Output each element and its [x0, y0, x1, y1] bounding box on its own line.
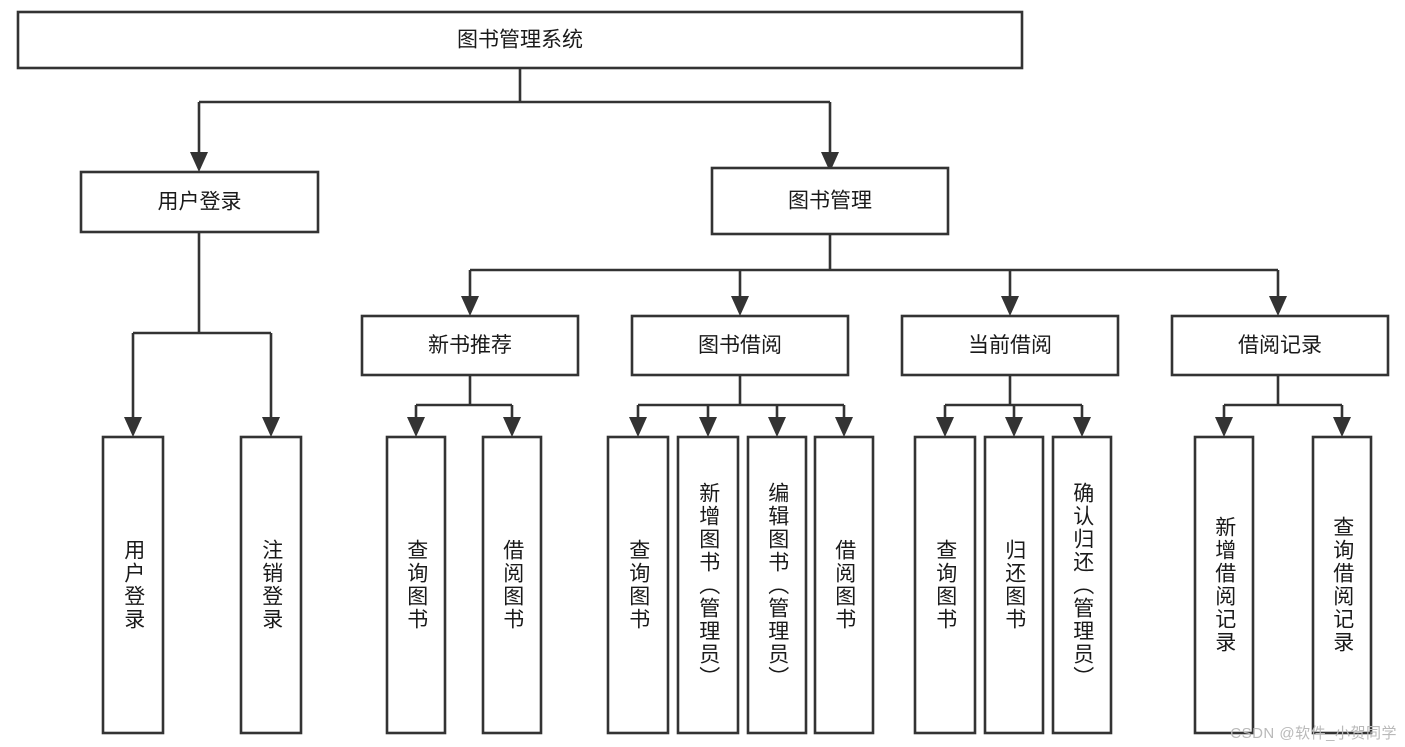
node-box-leaf-query-book-3[interactable]: [913, 435, 977, 735]
grp-book-borrow-arrow-1: [699, 417, 717, 437]
node-box-leaf-borrow-book-2[interactable]: [813, 435, 875, 735]
node-label-book-borrow: 图书借阅: [698, 334, 782, 357]
node-label-book-management: 图书管理: [788, 190, 872, 213]
connectors-layer: [124, 68, 1351, 437]
node-box-book-borrow[interactable]: [630, 314, 850, 377]
grp-book-borrow-arrow-2: [768, 417, 786, 437]
node-box-leaf-return-book[interactable]: [983, 435, 1045, 735]
grp-borrow-record-arrow-0: [1215, 417, 1233, 437]
root-to-level2-arrow-0: [190, 152, 208, 172]
node-box-leaf-query-book-1[interactable]: [385, 435, 447, 735]
root-to-level2-arrow-1: [821, 152, 839, 172]
node-box-leaf-query-book-2[interactable]: [606, 435, 670, 735]
node-box-leaf-edit-book[interactable]: [746, 435, 808, 735]
node-label-current-borrow: 当前借阅: [968, 334, 1052, 357]
node-label-user-login: 用户登录: [158, 191, 242, 214]
node-box-leaf-query-record[interactable]: [1311, 435, 1373, 735]
node-box-leaf-logout[interactable]: [239, 435, 303, 735]
node-box-leaf-borrow-book-1[interactable]: [481, 435, 543, 735]
node-label-root: 图书管理系统: [457, 29, 583, 52]
watermark-text: CSDN @软件_小贺同学: [1230, 725, 1397, 742]
node-label-borrow-record: 借阅记录: [1238, 334, 1322, 357]
node-box-root[interactable]: [16, 10, 1024, 70]
grp-current-borrow-arrow-2: [1073, 417, 1091, 437]
grp-new-book-recommend-arrow-0: [407, 417, 425, 437]
grp-current-borrow-arrow-1: [1005, 417, 1023, 437]
node-box-leaf-user-login[interactable]: [101, 435, 165, 735]
grp-borrow-record-arrow-1: [1333, 417, 1351, 437]
boxes-layer: [16, 10, 1390, 735]
node-box-borrow-record[interactable]: [1170, 314, 1390, 377]
book-management-to-children-arrow-0: [461, 296, 479, 316]
node-box-leaf-confirm-return[interactable]: [1051, 435, 1113, 735]
grp-current-borrow-arrow-0: [936, 417, 954, 437]
node-box-book-management[interactable]: [710, 166, 950, 236]
book-management-to-children-arrow-1: [731, 296, 749, 316]
grp-book-borrow-arrow-3: [835, 417, 853, 437]
node-label-new-book-recommend: 新书推荐: [428, 334, 512, 357]
book-management-to-children-arrow-3: [1269, 296, 1287, 316]
node-box-new-book-recommend[interactable]: [360, 314, 580, 377]
user-login-to-leaves-arrow-1: [262, 417, 280, 437]
grp-book-borrow-arrow-0: [629, 417, 647, 437]
node-box-leaf-add-record[interactable]: [1193, 435, 1255, 735]
node-box-user-login[interactable]: [79, 170, 320, 234]
node-box-leaf-add-book[interactable]: [676, 435, 740, 735]
user-login-to-leaves-arrow-0: [124, 417, 142, 437]
node-box-current-borrow[interactable]: [900, 314, 1120, 377]
grp-new-book-recommend-arrow-1: [503, 417, 521, 437]
book-management-to-children-arrow-2: [1001, 296, 1019, 316]
